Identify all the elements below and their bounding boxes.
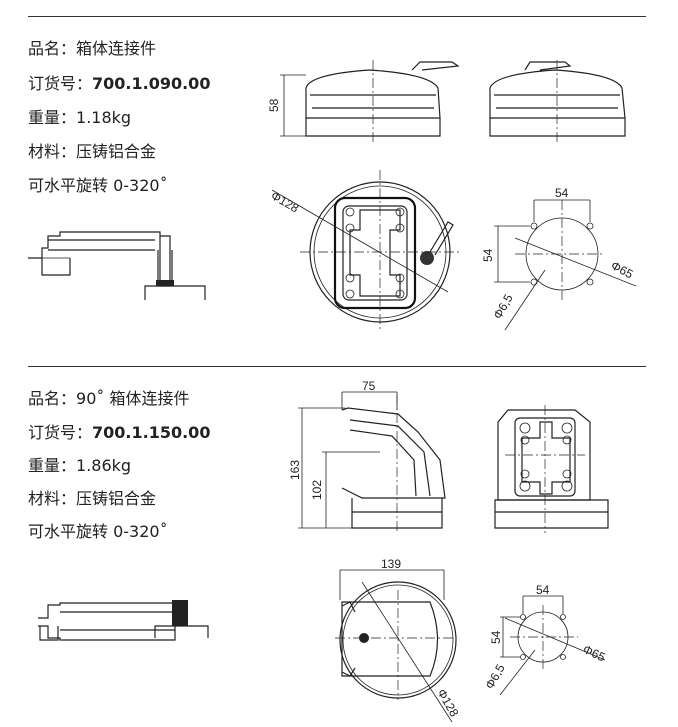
dim-height: 163 bbox=[288, 460, 302, 480]
p1-side-view-b bbox=[489, 60, 626, 145]
order-number: 订货号：700.1.150.00 bbox=[28, 423, 210, 443]
dim-hole-spacing-x: 54 bbox=[536, 583, 550, 597]
dim-height: 58 bbox=[267, 98, 281, 112]
label: 重量： bbox=[28, 456, 77, 475]
dim-hole-spacing-x: 54 bbox=[555, 186, 569, 200]
dim-hole-diameter: Φ6,5 bbox=[482, 661, 507, 691]
dim-flange-diameter: Φ65 bbox=[581, 642, 608, 665]
p2-hole-pattern bbox=[499, 595, 606, 696]
value: 700.1.150.00 bbox=[92, 423, 211, 442]
top-rule bbox=[28, 16, 646, 17]
product-name: 品名：90˚ 箱体连接件 bbox=[28, 389, 189, 409]
p1-side-view-a bbox=[280, 60, 460, 145]
p2-front-view bbox=[494, 405, 609, 533]
label: 材料： bbox=[28, 489, 77, 508]
dim-hole-spacing-y: 54 bbox=[481, 248, 495, 262]
dim-outer-diameter: Φ128 bbox=[269, 188, 302, 215]
product-name: 品名：箱体连接件 bbox=[28, 39, 156, 59]
weight: 重量：1.86kg bbox=[28, 456, 131, 476]
p2-pipe-illustration bbox=[38, 600, 209, 641]
material: 材料：压铸铝合金 bbox=[28, 489, 156, 509]
rotation: 可水平旋转 0-320˚ bbox=[28, 176, 168, 195]
rotation: 可水平旋转 0-320˚ bbox=[28, 522, 168, 541]
dim-outer-diameter: Φ128 bbox=[434, 687, 461, 720]
dim-hole-spacing-y: 54 bbox=[489, 630, 503, 644]
material: 材料：压铸铝合金 bbox=[28, 142, 156, 162]
label: 订货号： bbox=[28, 74, 93, 93]
dim-depth: 75 bbox=[362, 379, 376, 393]
label: 重量： bbox=[28, 108, 77, 127]
label: 品名： bbox=[28, 389, 77, 408]
label: 品名： bbox=[28, 39, 77, 58]
value: 1.18kg bbox=[76, 108, 132, 127]
value: 90˚ 箱体连接件 bbox=[76, 389, 190, 408]
label: 材料： bbox=[28, 142, 77, 161]
dim-axis-height: 102 bbox=[310, 480, 324, 500]
label: 订货号： bbox=[28, 423, 93, 442]
value: 压铸铝合金 bbox=[76, 142, 157, 161]
p2-top-view bbox=[335, 569, 457, 723]
value: 压铸铝合金 bbox=[76, 489, 157, 508]
order-number: 订货号：700.1.090.00 bbox=[28, 74, 210, 94]
section-divider bbox=[28, 366, 646, 367]
dim-width: 139 bbox=[381, 557, 401, 571]
value: 箱体连接件 bbox=[76, 39, 157, 58]
weight: 重量：1.18kg bbox=[28, 108, 131, 128]
value: 1.86kg bbox=[76, 456, 132, 475]
p1-hole-pattern bbox=[494, 199, 637, 331]
p1-top-view bbox=[271, 170, 460, 330]
dim-hole-diameter: Φ6,5 bbox=[490, 291, 515, 321]
p1-pipe-illustration bbox=[28, 231, 206, 300]
p2-side-view bbox=[298, 391, 446, 532]
value: 700.1.090.00 bbox=[92, 74, 211, 93]
dim-flange-diameter: Φ65 bbox=[609, 258, 636, 281]
